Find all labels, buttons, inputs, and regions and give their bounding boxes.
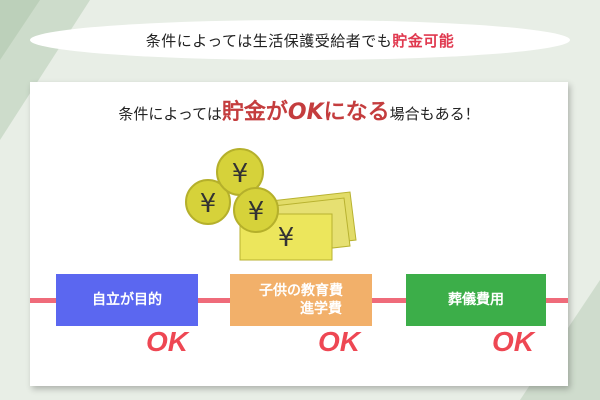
- svg-text:¥: ¥: [232, 159, 249, 189]
- item-label-line2: 進学費: [300, 301, 342, 317]
- ok-mark: OK: [318, 326, 360, 357]
- item-box-education: 子供の教育費 進学費: [230, 274, 372, 326]
- item-label: 葬儀費用: [448, 292, 504, 308]
- item-label-line1: 子供の教育費: [259, 283, 343, 299]
- yen-coins-icon: ¥ ¥ ¥: [185, 148, 279, 233]
- headline-suffix: 場合もある！: [389, 105, 480, 123]
- svg-text:¥: ¥: [248, 197, 265, 227]
- item-label: 自立が目的: [92, 292, 162, 308]
- top-banner: 条件によっては生活保護受給者でも貯金可能: [30, 20, 570, 60]
- headline-prefix: 条件によっては: [118, 105, 222, 123]
- money-illustration: ¥ ¥ ¥ ¥: [185, 148, 357, 261]
- background-shape-top-left-dark: [0, 0, 40, 60]
- banner-highlight: 貯金可能: [392, 31, 455, 50]
- item-box-independence: 自立が目的: [56, 274, 198, 326]
- headline: 条件によっては貯金がOKになる場合もある！: [30, 94, 568, 126]
- svg-text:¥: ¥: [278, 223, 295, 253]
- headline-emphasis-1: 貯金が: [221, 100, 288, 125]
- svg-text:¥: ¥: [200, 189, 217, 219]
- ok-mark: OK: [146, 326, 188, 357]
- headline-emphasis-2: になる: [323, 100, 390, 125]
- main-card: 条件によっては貯金がOKになる場合もある！ ¥ ¥ ¥ ¥ 自立が目的 子供の教…: [30, 82, 568, 386]
- headline-emphasis-ok: OK: [287, 100, 324, 125]
- banner-text: 条件によっては生活保護受給者でも: [145, 31, 393, 50]
- ok-mark: OK: [492, 326, 534, 357]
- yen-bills-icon: ¥: [239, 191, 357, 261]
- item-box-funeral: 葬儀費用: [406, 274, 546, 326]
